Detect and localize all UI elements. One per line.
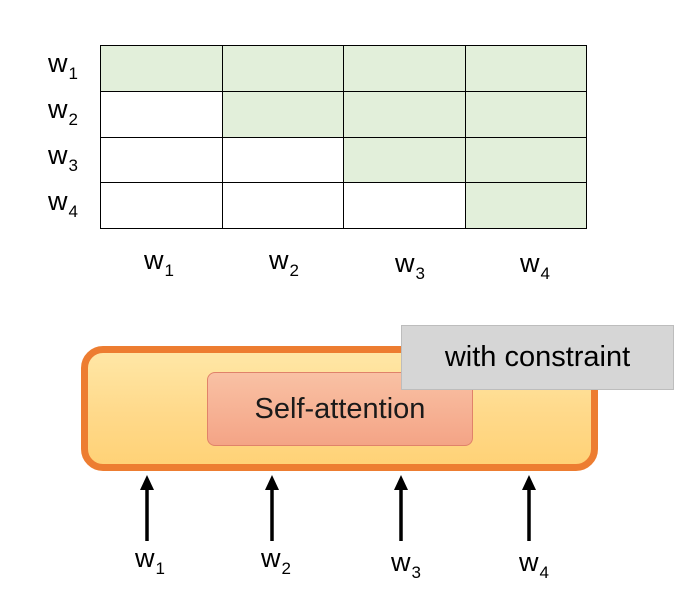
matrix-cell <box>222 91 344 138</box>
input-arrow <box>140 475 154 541</box>
input-arrow <box>394 475 408 541</box>
constraint-label: with constraint <box>401 325 674 390</box>
matrix-row-label: w3 <box>48 140 78 175</box>
matrix-cell <box>465 137 587 184</box>
matrix-col-label: w2 <box>269 245 299 280</box>
input-token-label: w4 <box>519 547 549 582</box>
input-token-label: w2 <box>261 543 291 578</box>
attention-mask-matrix <box>100 45 587 229</box>
matrix-cell <box>344 137 466 184</box>
matrix-cell <box>344 91 466 138</box>
input-arrow <box>522 475 536 541</box>
matrix-cell <box>344 183 466 229</box>
matrix-cell <box>101 91 223 138</box>
matrix-cell <box>222 137 344 184</box>
matrix-row-label: w1 <box>48 48 78 83</box>
input-token-label: w1 <box>135 543 165 578</box>
matrix-cell <box>222 46 344 92</box>
matrix-cell <box>344 46 466 92</box>
matrix-cell <box>222 183 344 229</box>
matrix-row-label: w2 <box>48 94 78 129</box>
matrix-col-label: w4 <box>520 248 550 283</box>
matrix-cell <box>465 183 587 229</box>
matrix-cell <box>101 183 223 229</box>
matrix-cell <box>101 46 223 92</box>
matrix-cell <box>101 137 223 184</box>
matrix-col-label: w1 <box>144 245 174 280</box>
matrix-row-label: w4 <box>48 186 78 221</box>
matrix-col-label: w3 <box>395 248 425 283</box>
matrix-cell <box>465 91 587 138</box>
input-token-label: w3 <box>391 547 421 582</box>
input-arrow <box>265 475 279 541</box>
matrix-cell <box>465 46 587 92</box>
